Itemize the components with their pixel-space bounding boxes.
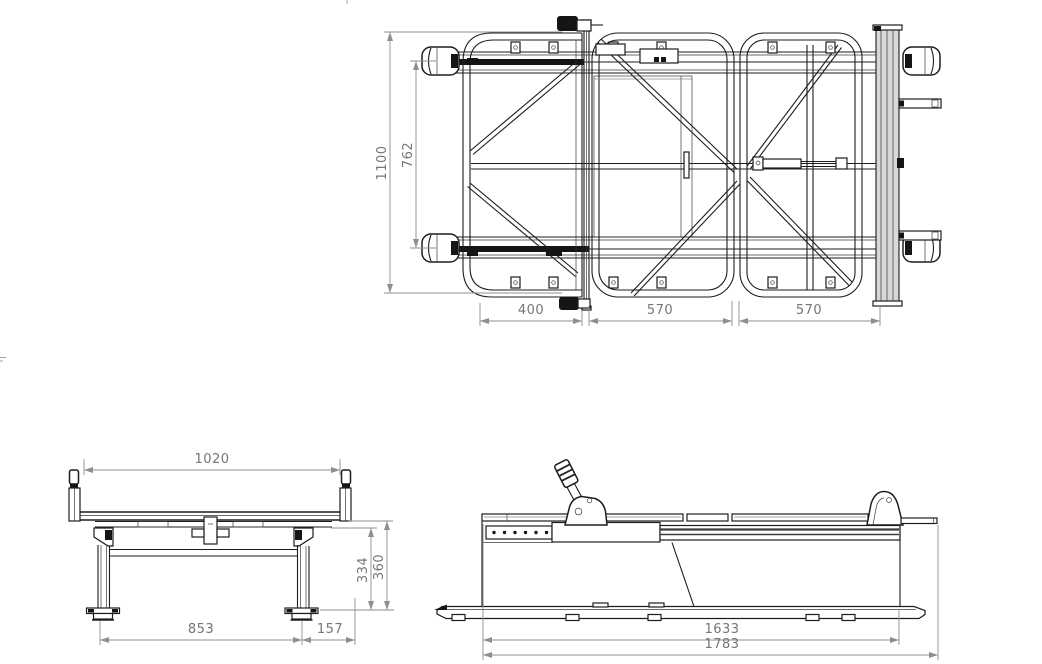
dimension-label: 762 <box>401 142 416 168</box>
center-bracket <box>191 516 230 545</box>
plate <box>656 276 667 289</box>
dimension-label: 570 <box>647 303 673 318</box>
top-view <box>421 16 942 311</box>
roller-top-right <box>902 46 941 76</box>
plate <box>825 41 836 54</box>
handle-bar-bottom <box>898 230 942 241</box>
actuator <box>752 156 848 171</box>
dimension-label: 1633 <box>704 622 739 637</box>
dimension-label: 360 <box>372 554 387 580</box>
plate <box>510 276 521 289</box>
dimension-top-570: 570 <box>588 301 733 326</box>
plate <box>825 276 836 289</box>
handle-bar-top <box>898 98 942 109</box>
dimension-top-400: 400 <box>479 303 583 326</box>
front-view <box>68 469 352 621</box>
plate <box>548 276 559 289</box>
holed-drawbar <box>485 525 553 540</box>
clamp-top <box>557 16 603 32</box>
panel-middle-frame <box>591 32 735 298</box>
plate <box>608 276 619 289</box>
plate <box>767 276 778 289</box>
dimension-top-1100: 1100 <box>375 31 562 294</box>
dimension-top-570: 570 <box>738 301 881 326</box>
roller-bottom-right <box>902 233 941 263</box>
foot-left <box>85 607 121 621</box>
tabletop-outline <box>593 75 693 238</box>
leg-crossbar <box>110 548 298 557</box>
foot-right <box>284 607 319 621</box>
dimension-front-157: 157 <box>302 598 356 645</box>
dimension-side-1633: 1633 <box>482 524 900 660</box>
panel-right-frame <box>739 32 863 298</box>
rail-fittings <box>467 43 679 256</box>
dimension-front-1020: 1020 <box>83 452 341 475</box>
cam-lever <box>554 459 608 526</box>
hook-bracket <box>866 490 904 526</box>
artifact-marks <box>0 0 348 362</box>
leg-right <box>293 527 314 608</box>
dimension-front-853: 853 <box>99 621 303 645</box>
corner-post-left <box>68 469 81 522</box>
right-fold-rail <box>872 24 904 307</box>
side-view <box>434 459 938 622</box>
dimension-label: 1020 <box>194 452 229 467</box>
dimension-label: 400 <box>518 303 544 318</box>
dimension-label: 1100 <box>375 145 390 180</box>
dimension-label: 157 <box>317 622 343 637</box>
corner-post-right <box>339 469 352 522</box>
plate <box>510 41 521 54</box>
dimension-front-334: 334 <box>331 527 377 610</box>
plate <box>767 41 778 54</box>
leg-left <box>93 527 114 608</box>
dimension-label: 334 <box>356 557 371 583</box>
middle-cross-tube <box>471 162 876 170</box>
dimension-label: 1783 <box>704 637 739 652</box>
clamp-bottom <box>559 297 591 310</box>
dimension-side-1783: 1783 <box>483 525 939 660</box>
base-runner <box>434 602 926 622</box>
cross-braces <box>467 38 853 297</box>
bottom-side-rail <box>437 236 899 259</box>
main-beam <box>659 524 901 541</box>
dimension-label: 853 <box>188 622 214 637</box>
dimension-top-762: 762 <box>401 60 436 249</box>
dimension-front-360: 360 <box>320 520 394 611</box>
right-panel-vertical-tube <box>806 45 814 290</box>
panel-left-frame <box>462 32 583 298</box>
plate <box>548 41 559 54</box>
top-plates <box>481 513 869 522</box>
tow-rod <box>900 517 938 525</box>
dimension-label: 570 <box>796 303 822 318</box>
